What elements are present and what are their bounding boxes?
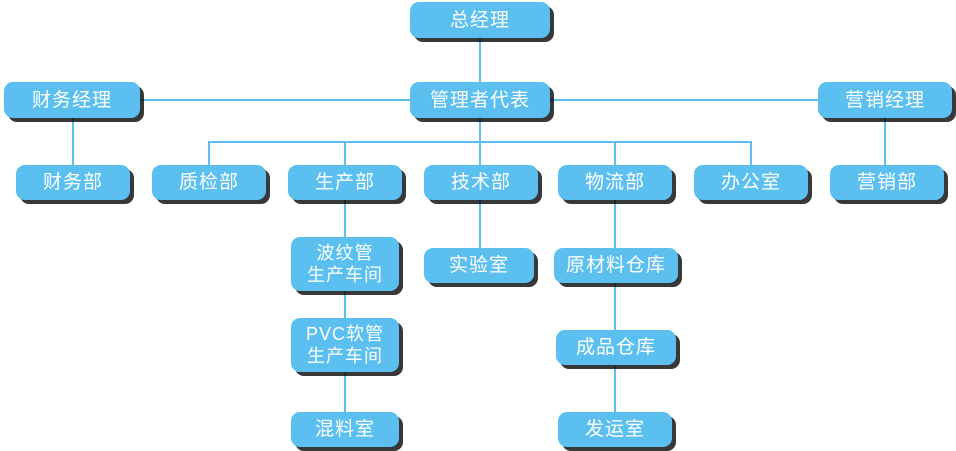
connector-marketing-manager-down: [884, 118, 886, 165]
node-management-representative[interactable]: 管理者代表: [410, 82, 550, 118]
node-finance-department[interactable]: 财务部: [16, 165, 130, 200]
node-technology-department[interactable]: 技术部: [424, 165, 538, 200]
connector-technology-to-laboratory: [479, 200, 481, 248]
node-pvc-hose-workshop[interactable]: PVC软管 生产车间: [291, 318, 399, 372]
connector-corrugated-to-pvc: [344, 291, 346, 318]
connector-management-rep-down: [479, 118, 481, 142]
node-quality-inspection-department[interactable]: 质检部: [152, 165, 266, 200]
node-office[interactable]: 办公室: [694, 165, 808, 200]
node-raw-material-warehouse[interactable]: 原材料仓库: [554, 248, 678, 283]
connector-production-dept-down: [344, 141, 346, 165]
node-laboratory[interactable]: 实验室: [424, 248, 534, 283]
node-marketing-manager[interactable]: 营销经理: [818, 82, 952, 118]
connector-pvc-to-mixing: [344, 372, 346, 412]
connector-logistics-dept-down: [614, 141, 616, 165]
connector-technology-dept-down: [479, 141, 481, 165]
connector-quality-dept-down: [208, 141, 210, 165]
node-shipping-room[interactable]: 发运室: [558, 412, 672, 447]
node-general-manager[interactable]: 总经理: [410, 2, 550, 38]
node-mixing-room[interactable]: 混料室: [291, 412, 399, 447]
connector-office-down: [750, 141, 752, 165]
connector-production-to-corrugated: [344, 200, 346, 237]
node-production-department[interactable]: 生产部: [288, 165, 402, 200]
node-logistics-department[interactable]: 物流部: [558, 165, 672, 200]
node-corrugated-pipe-workshop[interactable]: 波纹管 生产车间: [291, 237, 399, 291]
node-finished-goods-warehouse[interactable]: 成品仓库: [556, 330, 676, 365]
node-finance-manager[interactable]: 财务经理: [4, 82, 140, 118]
connector-finished-to-shipping: [614, 365, 616, 412]
connector-raw-to-finished-warehouse: [614, 283, 616, 330]
connector-finance-manager-down: [72, 118, 74, 165]
connector-logistics-to-raw-warehouse: [614, 200, 616, 248]
node-marketing-department[interactable]: 营销部: [830, 165, 944, 200]
connector-general-manager-down: [479, 38, 481, 82]
